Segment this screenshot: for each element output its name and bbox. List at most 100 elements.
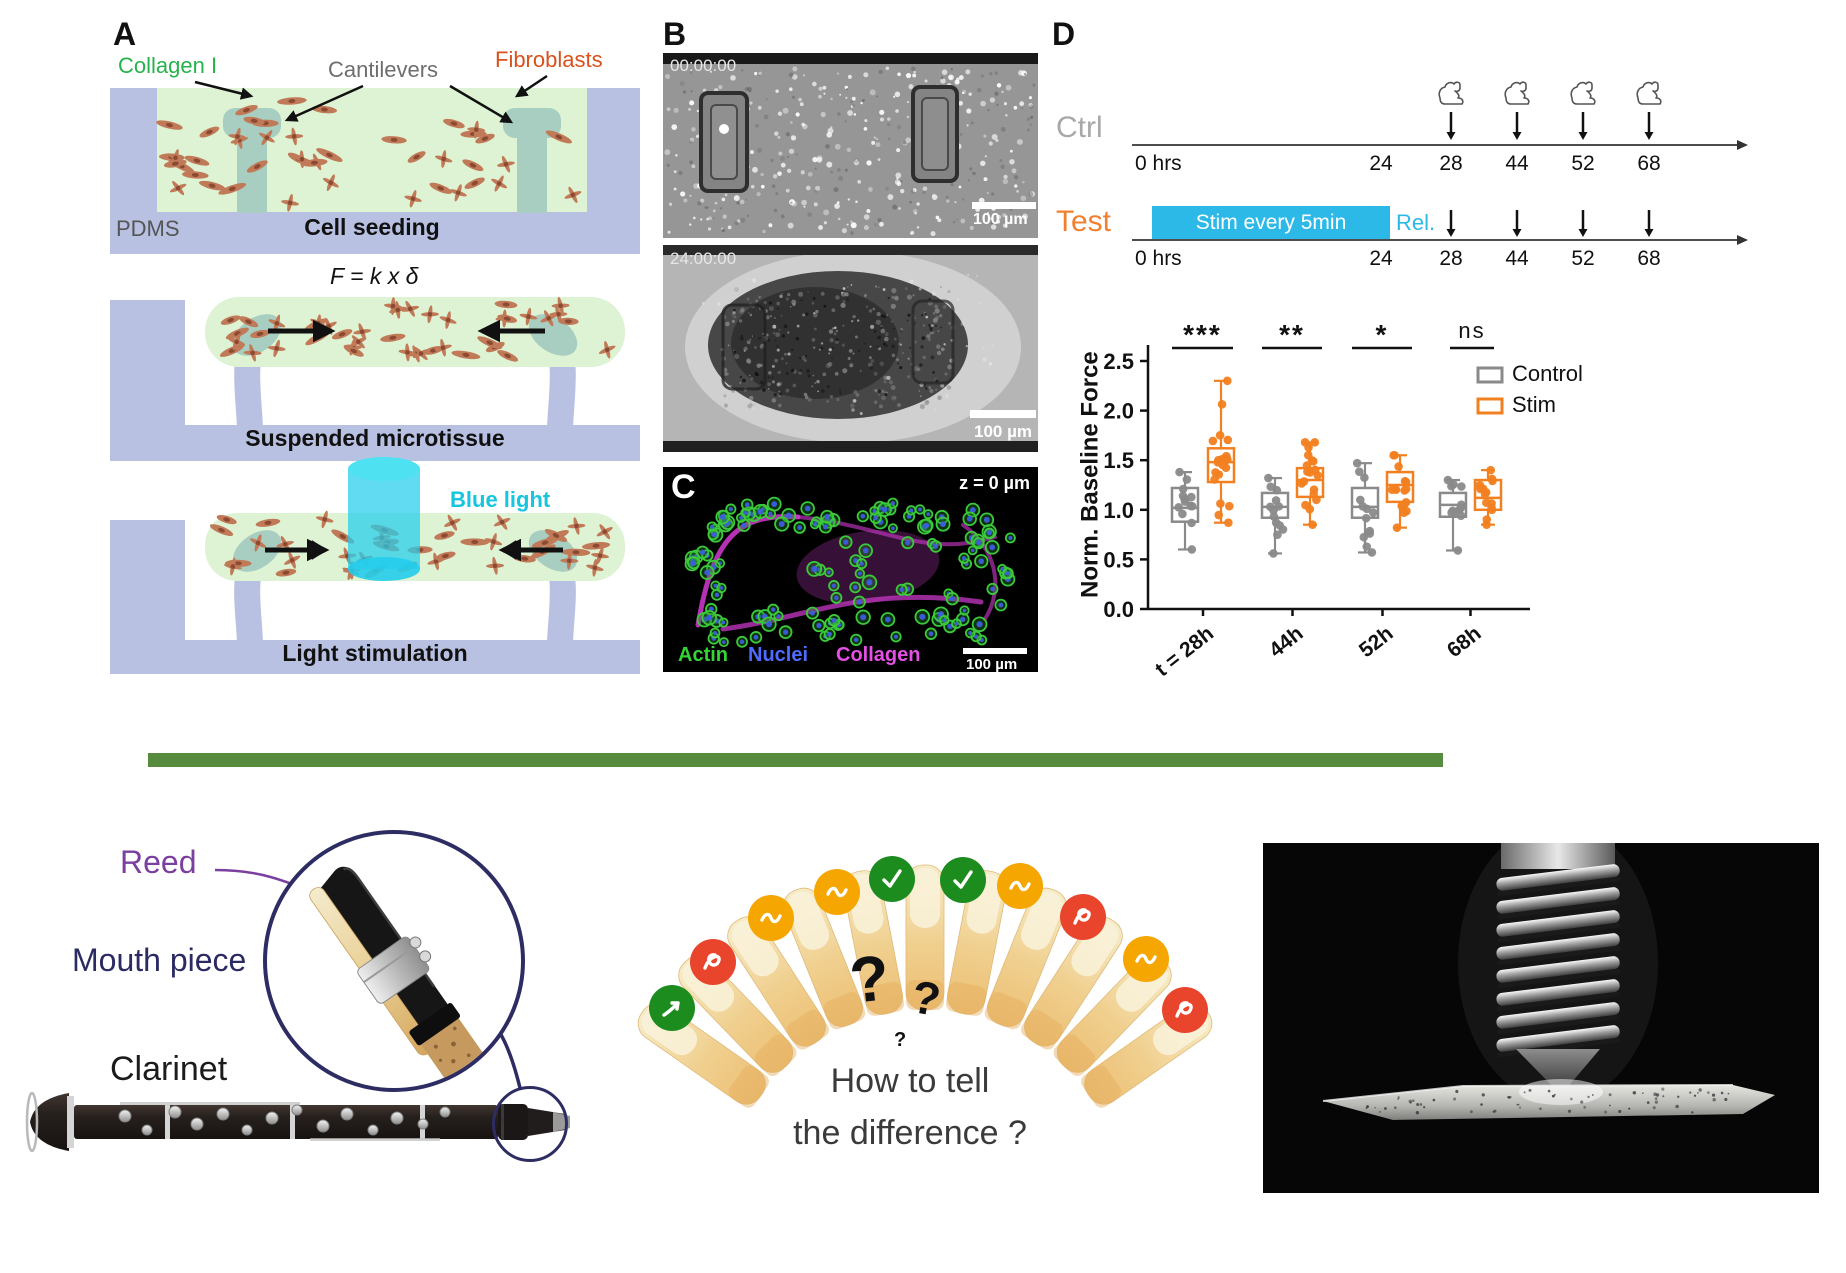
svg-text:44h: 44h xyxy=(1265,622,1308,662)
reed-measurement-photo xyxy=(1263,843,1819,1193)
clarinet-photo xyxy=(25,1091,570,1153)
label-arrows xyxy=(194,74,548,124)
microscopy-image-0h xyxy=(663,53,1038,238)
question-mark-1: ? xyxy=(846,941,893,1017)
scalebar-b1 xyxy=(972,202,1036,209)
mouthpiece-zoom-circle xyxy=(263,830,525,1092)
ctrl-label: Ctrl xyxy=(1056,111,1103,144)
svg-text:24: 24 xyxy=(1369,152,1393,175)
panel-d-letter: D xyxy=(1052,16,1076,52)
fibroblast-cells-1 xyxy=(156,97,582,212)
diagram-light-stimulation xyxy=(110,457,640,674)
clarinet-label: Clarinet xyxy=(110,1050,228,1088)
reed-pores xyxy=(1365,1087,1730,1115)
y-axis-label: Norm. Baseline Force xyxy=(1076,351,1104,598)
svg-text:Stim: Stim xyxy=(1512,392,1556,417)
svg-text:2.0: 2.0 xyxy=(1103,399,1134,424)
panel-a-diagram xyxy=(110,74,640,674)
reed-quality-icon xyxy=(997,863,1043,909)
svg-text:44: 44 xyxy=(1505,152,1529,175)
svg-text:1.5: 1.5 xyxy=(1103,448,1134,473)
double-arrows xyxy=(265,538,563,562)
z-plane-label: z = 0 µm xyxy=(959,473,1030,493)
actin-label: Actin xyxy=(678,644,728,666)
clarinet-keys xyxy=(118,1104,451,1136)
section-divider xyxy=(148,753,1443,767)
scalebar-b2 xyxy=(970,410,1036,418)
reed-quality-icon xyxy=(814,869,860,915)
reed-quality-icon xyxy=(690,939,736,985)
svg-text:44: 44 xyxy=(1505,247,1529,270)
blue-light-beam xyxy=(348,457,420,581)
rel-label: Rel. xyxy=(1396,210,1436,235)
screw-threads xyxy=(1496,864,1621,1058)
test-label: Test xyxy=(1056,205,1112,238)
svg-text:***: *** xyxy=(1183,319,1222,350)
muscle-icon xyxy=(1438,81,1464,105)
diagram-cell-seeding xyxy=(110,88,640,254)
reed-quality-icon xyxy=(1060,894,1106,940)
suspended-caption: Suspended microtissue xyxy=(245,425,505,451)
svg-text:68h: 68h xyxy=(1443,622,1486,662)
svg-text:2.5: 2.5 xyxy=(1103,349,1134,374)
question-mark-3: ? xyxy=(894,1029,907,1051)
panel-b-letter: B xyxy=(663,16,687,52)
blue-light-label: Blue light xyxy=(450,487,551,512)
svg-text:1.0: 1.0 xyxy=(1103,498,1134,523)
mouthpiece-label: Mouth piece xyxy=(72,942,247,978)
collagen-label: Collagen I xyxy=(118,53,218,78)
svg-text:68: 68 xyxy=(1637,152,1660,175)
svg-text:28: 28 xyxy=(1439,152,1462,175)
muscle-icon xyxy=(1504,81,1530,105)
actin-cells xyxy=(684,496,1016,648)
svg-text:ns: ns xyxy=(1458,318,1485,343)
svg-text:52: 52 xyxy=(1571,152,1594,175)
reed-quality-icon xyxy=(869,856,915,902)
microscopy-image-24h xyxy=(663,245,1038,452)
muscle-icon xyxy=(1570,81,1596,105)
svg-text:52h: 52h xyxy=(1355,622,1398,662)
svg-text:0 hrs: 0 hrs xyxy=(1135,152,1182,175)
clarinet-body xyxy=(74,1105,498,1139)
pdms-label: PDMS xyxy=(116,216,180,241)
svg-text:28: 28 xyxy=(1439,247,1462,270)
screw-tip xyxy=(1516,1049,1600,1095)
svg-text:0.5: 0.5 xyxy=(1103,547,1134,572)
reed-quality-icon xyxy=(1123,936,1169,982)
reed-fan xyxy=(637,856,1213,1108)
reed-quality-icon xyxy=(649,985,695,1031)
svg-text:24: 24 xyxy=(1369,247,1393,270)
svg-text:t = 28h: t = 28h xyxy=(1151,622,1218,681)
question-line-1: How to tell xyxy=(830,1062,990,1100)
scalebar-c xyxy=(963,648,1027,654)
svg-text:68: 68 xyxy=(1637,247,1660,270)
reed-quality-icon xyxy=(748,895,794,941)
diagram-suspended-microtissue xyxy=(110,296,640,461)
fibroblasts-label: Fibroblasts xyxy=(495,47,603,72)
clarinet-bell xyxy=(30,1093,69,1151)
panel-c-letter: C xyxy=(671,468,696,506)
mouthpiece-highlight-circle xyxy=(492,1086,568,1162)
collagen-channel-label: Collagen xyxy=(836,644,921,666)
cell-seeding-caption: Cell seeding xyxy=(304,214,440,240)
fluorescence-image xyxy=(663,467,1038,672)
reed-quality-icon xyxy=(940,857,986,903)
timestamp-0h: 00:00:00 xyxy=(670,56,737,75)
scalebar-b1-label: 100 µm xyxy=(973,211,1028,228)
reed-label: Reed xyxy=(120,844,197,880)
timestamp-24h: 24:00:00 xyxy=(670,249,737,268)
mouthpiece-closeup xyxy=(309,866,497,1088)
svg-text:*: * xyxy=(1376,319,1389,350)
panel-a-letter: A xyxy=(113,16,137,52)
svg-text:**: ** xyxy=(1279,319,1305,350)
formula-label: F = k x δ xyxy=(330,263,419,289)
muscle-icon xyxy=(1636,81,1662,105)
svg-text:0 hrs: 0 hrs xyxy=(1135,247,1182,270)
cantilevers-label: Cantilevers xyxy=(328,57,439,82)
light-stim-caption: Light stimulation xyxy=(282,640,468,666)
reed-quality-icon xyxy=(1162,987,1208,1033)
nuclei-label: Nuclei xyxy=(748,644,809,666)
